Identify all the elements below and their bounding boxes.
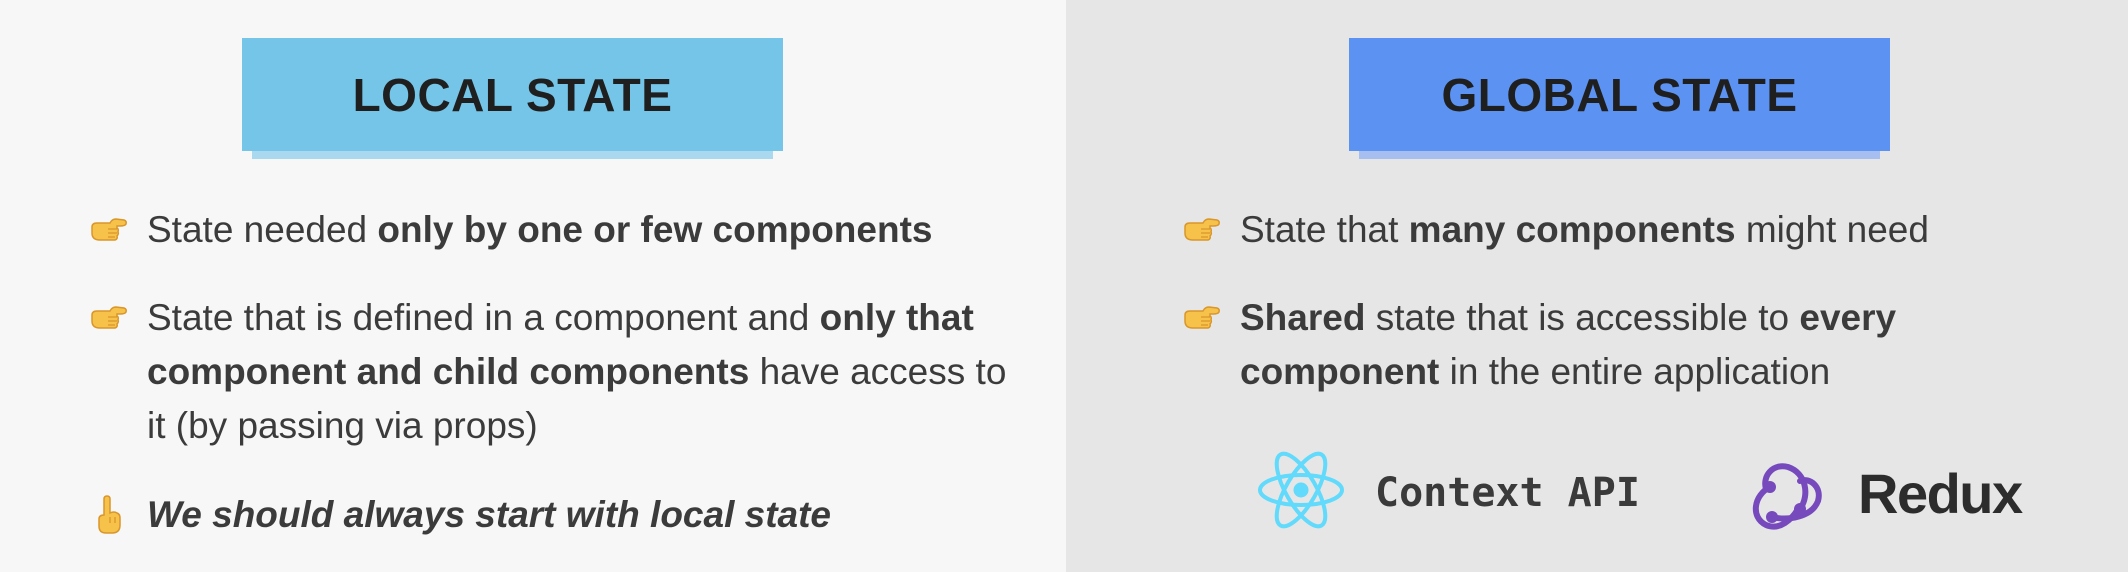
pointing-hand-icon xyxy=(1180,291,1224,345)
local-state-panel: LOCAL STATE State needed only by one or … xyxy=(91,38,1027,542)
local-state-title: LOCAL STATE xyxy=(242,38,783,151)
context-api-library: Context API xyxy=(1257,450,1640,535)
redux-logo-icon xyxy=(1744,451,1826,536)
pointing-hand-icon xyxy=(1180,203,1224,257)
local-bullet-2: State that is defined in a component and… xyxy=(91,291,1007,453)
react-logo-icon xyxy=(1257,450,1345,535)
global-bullet-1: State that many components might need xyxy=(1184,203,2100,257)
pointing-hand-icon xyxy=(87,203,131,257)
global-state-title: GLOBAL STATE xyxy=(1349,38,1890,151)
global-bullet-2: Shared state that is accessible to every… xyxy=(1184,291,2000,399)
bullet-text: State needed only by one or few componen… xyxy=(147,209,933,250)
tip-text: We should always start with local state xyxy=(147,494,832,535)
index-pointing-up-icon xyxy=(87,488,131,542)
local-tip: We should always start with local state xyxy=(98,488,1007,542)
context-api-label: Context API xyxy=(1375,469,1640,516)
pointing-hand-icon xyxy=(87,291,131,345)
local-state-title-box: LOCAL STATE xyxy=(242,38,783,159)
bullet-text: State that many components might need xyxy=(1240,209,1929,250)
redux-library: Redux xyxy=(1744,451,2023,536)
redux-label: Redux xyxy=(1858,462,2023,525)
global-state-panel: GLOBAL STATE State that many components … xyxy=(1066,0,2128,572)
bullet-text: State that is defined in a component and… xyxy=(147,297,1007,446)
local-bullet-1: State needed only by one or few componen… xyxy=(91,203,1027,257)
bullet-text: Shared state that is accessible to every… xyxy=(1240,297,1897,392)
global-state-title-box: GLOBAL STATE xyxy=(1349,38,1890,159)
